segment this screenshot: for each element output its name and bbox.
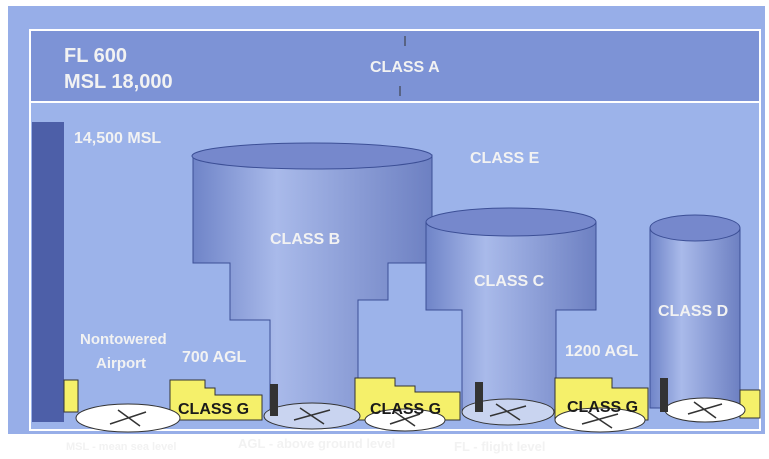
msl-14500-label: 14,500 MSL: [74, 130, 161, 147]
class-c-top: [425, 207, 597, 237]
airport-middle: [364, 408, 446, 432]
legend-agl: AGL - above ground level: [238, 436, 395, 451]
fl-label: FL 600: [64, 45, 127, 67]
class-d-label: CLASS D: [658, 303, 728, 320]
tower-class-c: [475, 382, 483, 412]
legend-msl: MSL - mean sea level: [66, 441, 176, 453]
class-g-block-left-edge: [63, 379, 79, 413]
airport-label-line1: Nontowered: [80, 331, 167, 348]
agl-700-label: 700 AGL: [182, 349, 247, 366]
runway-marks: [109, 401, 723, 429]
agl-1200-label: 1200 AGL: [565, 343, 638, 360]
class-a-label: CLASS A: [370, 59, 440, 76]
class-d-top: [649, 214, 741, 242]
class-b-label: CLASS B: [270, 231, 340, 248]
tower-class-d: [660, 378, 668, 412]
class-g-block-1: [169, 379, 263, 421]
class-c-label: CLASS C: [474, 273, 545, 290]
class-b-top: [191, 142, 433, 170]
msl-label: MSL 18,000: [64, 71, 173, 93]
class-g-label-2: CLASS G: [370, 401, 441, 418]
altitude-column: [32, 122, 64, 422]
airport-label-line2: Airport: [96, 355, 146, 372]
legend-fl: FL - flight level: [454, 439, 546, 454]
class-g-label-3: CLASS G: [567, 399, 638, 416]
tower-class-b: [270, 384, 278, 416]
class-e-label: CLASS E: [470, 150, 540, 167]
class-g-label-1: CLASS G: [178, 401, 249, 418]
class-a-band: [29, 29, 761, 103]
